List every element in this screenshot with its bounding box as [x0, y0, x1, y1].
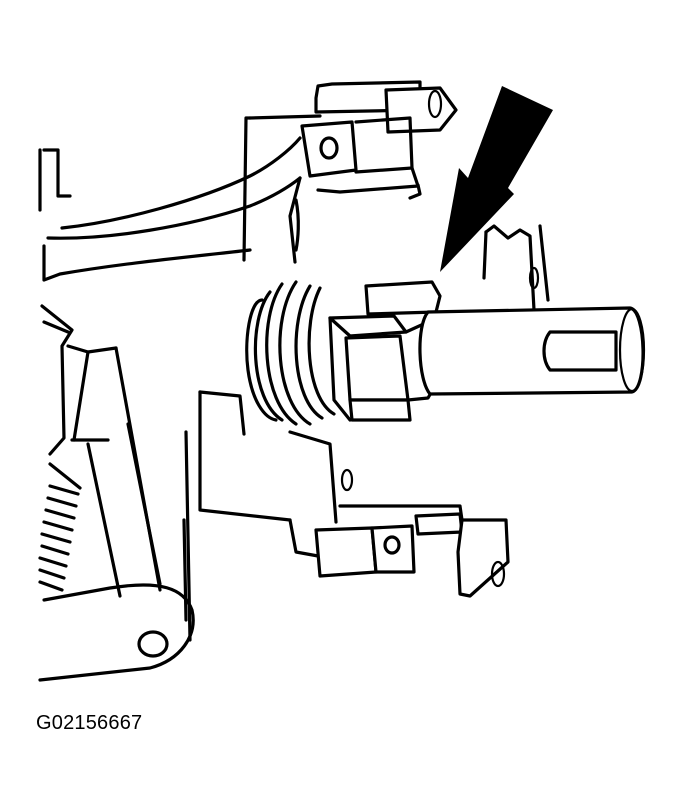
hex-nut — [328, 280, 442, 422]
figure-id-caption: G02156667 — [36, 712, 143, 734]
bearing-rings — [245, 280, 336, 426]
lower-housing — [182, 390, 354, 642]
pointer-arrow — [440, 86, 553, 272]
lock-lever — [38, 304, 195, 682]
lower-mounting-bracket — [314, 504, 510, 598]
arrow-down-left-icon — [440, 86, 553, 272]
coil-spring — [38, 462, 82, 592]
upper-mounting-bracket — [300, 80, 458, 194]
column-housing — [38, 114, 422, 282]
steering-shaft — [418, 306, 646, 396]
technical-illustration — [38, 80, 646, 682]
right-switch-bracket — [482, 224, 550, 312]
